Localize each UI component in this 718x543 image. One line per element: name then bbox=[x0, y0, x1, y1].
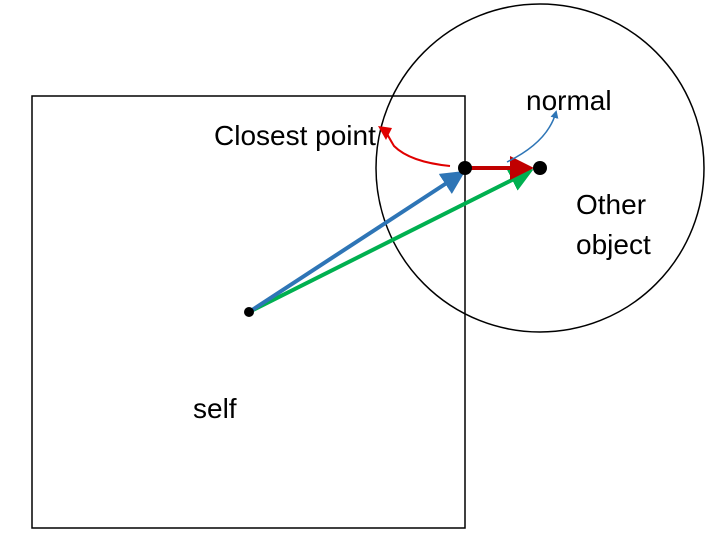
center-to-center-vector bbox=[248, 169, 534, 314]
self-label: self bbox=[193, 393, 237, 424]
closest-point-label: Closest point bbox=[214, 120, 376, 151]
closest-point-callout-arrowhead bbox=[378, 126, 392, 140]
other-object-label-line2: object bbox=[576, 229, 651, 260]
other-center-point bbox=[533, 161, 547, 175]
center-to-closest-point-vector bbox=[247, 170, 466, 314]
self-object-square bbox=[31, 95, 466, 529]
other-object-circle bbox=[375, 3, 705, 333]
normal-label: normal bbox=[526, 85, 612, 116]
self-center-point bbox=[244, 307, 254, 317]
closest-point-dot bbox=[458, 161, 472, 175]
other-object-label-line1: Other bbox=[576, 189, 646, 220]
closest-point-callout-arrow bbox=[383, 127, 451, 167]
normal-arrow bbox=[506, 110, 559, 163]
